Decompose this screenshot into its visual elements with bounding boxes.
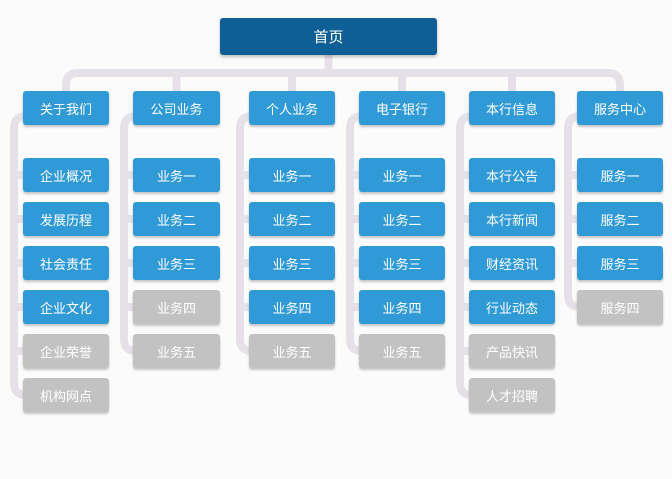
page-node-corporate-3[interactable]: 业务三 xyxy=(133,246,220,280)
page-node-ebank-2[interactable]: 业务二 xyxy=(359,202,445,236)
page-node-corporate-1[interactable]: 业务一 xyxy=(133,158,220,192)
page-node-corporate-2[interactable]: 业务二 xyxy=(133,202,220,236)
connector-bus xyxy=(62,69,624,95)
page-node-personal-3[interactable]: 业务三 xyxy=(249,246,335,280)
page-node-bankinfo-5[interactable]: 产品快讯 xyxy=(469,334,555,368)
page-node-bankinfo-1[interactable]: 本行公告 xyxy=(469,158,555,192)
category-personal[interactable]: 个人业务 xyxy=(249,91,335,125)
page-node-personal-1[interactable]: 业务一 xyxy=(249,158,335,192)
category-about[interactable]: 关于我们 xyxy=(23,91,109,125)
page-node-personal-4[interactable]: 业务四 xyxy=(249,290,335,324)
page-node-bankinfo-2[interactable]: 本行新闻 xyxy=(469,202,555,236)
page-node-bankinfo-6[interactable]: 人才招聘 xyxy=(469,378,555,412)
page-node-ebank-3[interactable]: 业务三 xyxy=(359,246,445,280)
page-node-ebank-4[interactable]: 业务四 xyxy=(359,290,445,324)
page-node-ebank-5[interactable]: 业务五 xyxy=(359,334,445,368)
page-node-service-1[interactable]: 服务一 xyxy=(577,158,663,192)
category-ebank[interactable]: 电子银行 xyxy=(359,91,445,125)
page-node-about-4[interactable]: 企业文化 xyxy=(23,290,109,324)
page-node-service-3[interactable]: 服务三 xyxy=(577,246,663,280)
page-node-about-1[interactable]: 企业概况 xyxy=(23,158,109,192)
category-bankinfo[interactable]: 本行信息 xyxy=(469,91,555,125)
page-node-corporate-4[interactable]: 业务四 xyxy=(133,290,220,324)
page-node-about-5[interactable]: 企业荣誉 xyxy=(23,334,109,368)
category-service[interactable]: 服务中心 xyxy=(577,91,663,125)
page-node-bankinfo-3[interactable]: 财经资讯 xyxy=(469,246,555,280)
page-node-about-3[interactable]: 社会责任 xyxy=(23,246,109,280)
page-node-ebank-1[interactable]: 业务一 xyxy=(359,158,445,192)
page-node-about-2[interactable]: 发展历程 xyxy=(23,202,109,236)
page-node-personal-5[interactable]: 业务五 xyxy=(249,334,335,368)
page-node-service-2[interactable]: 服务二 xyxy=(577,202,663,236)
page-node-service-4[interactable]: 服务四 xyxy=(577,290,663,324)
category-corporate[interactable]: 公司业务 xyxy=(133,91,220,125)
page-node-corporate-5[interactable]: 业务五 xyxy=(133,334,220,368)
root-node-home[interactable]: 首页 xyxy=(220,18,437,55)
page-node-bankinfo-4[interactable]: 行业动态 xyxy=(469,290,555,324)
page-node-about-6[interactable]: 机构网点 xyxy=(23,378,109,412)
page-node-personal-2[interactable]: 业务二 xyxy=(249,202,335,236)
